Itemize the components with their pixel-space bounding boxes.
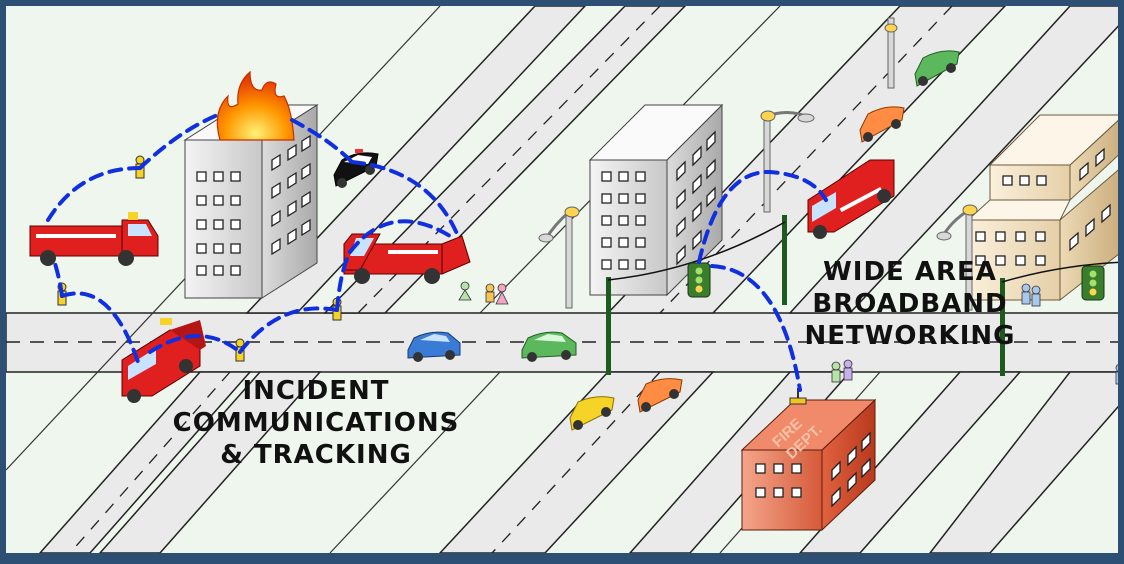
yellow-car-icon: [569, 396, 615, 431]
green-car-icon: [521, 331, 577, 362]
wan-label: WIDE AREA BROADBAND NETWORKING: [805, 257, 1016, 351]
office-building: [588, 103, 724, 297]
fire-truck-1-icon: [29, 212, 159, 266]
incident-communication-links: [46, 112, 460, 364]
wan-label-line3: NETWORKING: [805, 321, 1016, 351]
fire-truck-4-icon: [807, 159, 895, 239]
fire-icon: [216, 70, 295, 141]
incident-communications-label: INCIDENT COMMUNICATIONS & TRACKING: [173, 376, 460, 470]
orange-car-2-icon: [859, 106, 905, 143]
traffic-light-1: [687, 262, 711, 298]
fire-department-building: FIRE DEPT.: [740, 388, 877, 532]
wan-label-line2: BROADBAND: [812, 289, 1007, 319]
tan-building: [966, 114, 1124, 302]
blue-car-icon: [407, 331, 461, 362]
traffic-light-2: [1081, 265, 1105, 301]
street-lamps: [538, 17, 978, 311]
green-car-2-icon: [914, 50, 960, 87]
wan-label-line1: WIDE AREA: [823, 257, 997, 287]
wan-communication-links: [697, 169, 828, 392]
incident-label-line3: & TRACKING: [220, 440, 412, 470]
orange-car-icon: [637, 378, 683, 413]
incident-label-line2: COMMUNICATIONS: [173, 408, 460, 438]
incident-label-line1: INCIDENT: [242, 376, 389, 406]
